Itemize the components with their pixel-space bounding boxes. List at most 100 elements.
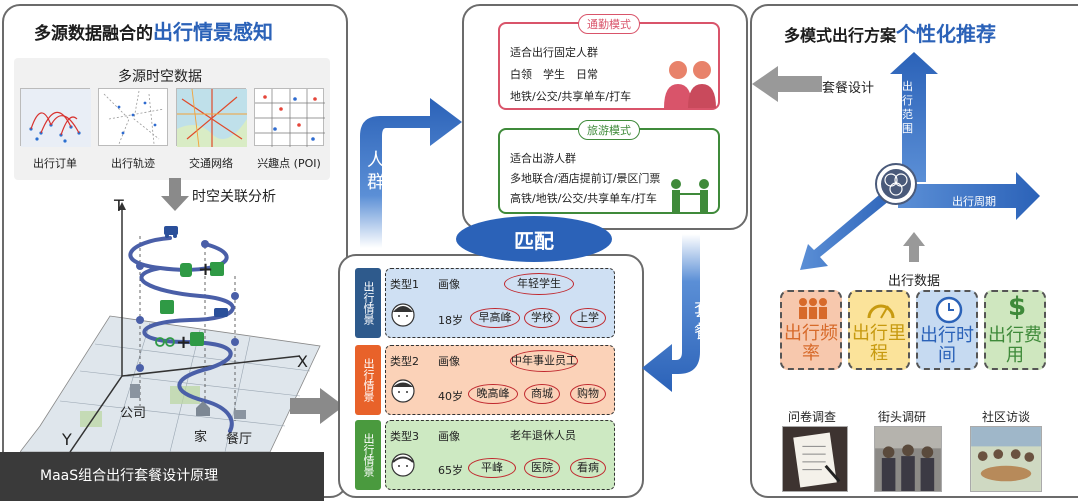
commute-line-2: 白领 学生 日常: [510, 68, 598, 81]
context-portrait-1: 画像: [438, 278, 460, 291]
dollar-icon: $: [1007, 292, 1027, 322]
company-building-icon: [130, 384, 140, 398]
left-panel-title: 多源数据融合的出行情景感知: [34, 16, 273, 45]
tourism-mode-tag: 旅游模式: [578, 120, 640, 140]
avatar-student-icon: [391, 303, 415, 327]
context-tag-2-3: 购物: [570, 384, 606, 404]
context-age-2: 40岁: [438, 390, 463, 403]
package-arrow: [642, 234, 700, 392]
context-tag-3-2: 医院: [524, 458, 560, 478]
context-row-3: 出行情景: [355, 420, 615, 490]
subway-icon: [180, 263, 192, 277]
left-title-highlight: 出行情景感知: [153, 20, 273, 44]
axis-x-label: X: [297, 352, 308, 371]
design-left-arrow: [752, 66, 822, 102]
context-tag-3-1: 平峰: [468, 458, 516, 478]
commute-mode-tag: 通勤模式: [578, 14, 640, 34]
context-persona-2: 中年事业员工: [510, 350, 578, 372]
source-caption-trajectory: 出行轨迹: [111, 157, 155, 170]
bike-icon: [155, 337, 175, 347]
tile-time-text: 出行时间: [920, 325, 974, 366]
multisource-label: 多源时空数据: [118, 69, 202, 85]
crowd-arrow: [360, 98, 462, 248]
context-tag-2-2: 商城: [524, 384, 560, 404]
place-restaurant: 餐厅: [226, 432, 253, 447]
context-tag-3-3: 看病: [570, 458, 606, 478]
source-caption-poi: 兴趣点 (POI): [257, 157, 321, 170]
tourism-line-2: 多地联合/酒店提前订/景区门票: [510, 172, 661, 185]
context-persona-3: 老年退休人员: [510, 429, 576, 442]
tile-frequency-text: 出行频率: [784, 323, 838, 364]
tile-frequency: 出行频率: [780, 290, 842, 370]
context-side-3: 出行情景: [355, 420, 381, 490]
context-portrait-2: 画像: [438, 355, 460, 368]
context-type-1: 类型1: [390, 278, 419, 291]
context-persona-1: 年轻学生: [504, 273, 574, 295]
match-label: 匹配: [514, 229, 554, 253]
axis-cycle-label: 出行周期: [952, 195, 996, 208]
analysis-label: 时空关联分析: [192, 189, 276, 205]
mileage-gauge-icon: [867, 304, 895, 319]
context-side-1: 出行情景: [355, 268, 381, 338]
axis-y-label: Y: [62, 430, 72, 449]
tourism-line-3: 高铁/地铁/公交/共享单车/打车: [510, 192, 657, 205]
survey-community-label: 社区访谈: [982, 410, 1031, 424]
bus-icon-1: [210, 262, 224, 276]
avatar-elderly-icon: [391, 453, 415, 477]
bus-icon-3: [190, 332, 204, 346]
right-title-prefix: 多模式出行方案: [784, 26, 897, 45]
tourists-figure-icon: [671, 179, 709, 214]
axis-range-label: 出行范围: [902, 80, 913, 135]
design-label: 套餐设计: [822, 81, 875, 96]
source-caption-orders: 出行订单: [33, 157, 77, 170]
context-tag-2-1: 晚高峰: [468, 384, 518, 404]
survey-questionnaire-label: 问卷调查: [788, 410, 837, 424]
plus-sign-2: +: [176, 332, 192, 353]
frequency-people-icon: [799, 298, 827, 319]
data-up-arrow: [903, 232, 925, 262]
diagram-caption: MaaS组合出行套餐设计原理: [0, 452, 324, 501]
bus-icon-2: [160, 300, 174, 314]
plus-sign-1: +: [198, 259, 214, 280]
clock-icon: [935, 296, 963, 324]
taxi-icon-1: [164, 226, 178, 238]
poi-grid-icon: [254, 88, 325, 147]
spatiotemporal-diagram: [20, 202, 321, 452]
right-panel-title: 多模式出行方案个性化推荐: [784, 18, 996, 47]
tile-cost: $ 出行费用: [984, 290, 1046, 370]
commute-line-1: 适合出行固定人群: [510, 46, 598, 59]
context-tag-1-3: 上学: [570, 308, 606, 328]
context-tag-1-1: 早高峰: [470, 308, 520, 328]
context-card-3: [385, 420, 615, 490]
commute-line-3: 地铁/公交/共享单车/打车: [510, 90, 632, 103]
match-badge: [456, 216, 612, 262]
axis-t-label: T: [114, 196, 124, 215]
od-map-icon: [20, 88, 91, 147]
crowd-label: 人群: [367, 150, 385, 193]
tile-mileage-text: 出行里程: [852, 323, 906, 364]
place-home: 家: [194, 430, 208, 445]
context-card-2: [385, 345, 615, 415]
traffic-network-icon: [176, 88, 247, 148]
street-survey-image: [874, 426, 942, 492]
taxi-icon-2: [214, 308, 228, 317]
home-icon: [196, 401, 210, 416]
context-tag-1-2: 学校: [524, 308, 560, 328]
tile-cost-text: 出行费用: [988, 325, 1042, 366]
couple-figure-icon: [664, 61, 716, 108]
tile-time: 出行时间: [916, 290, 978, 370]
source-caption-network: 交通网络: [189, 157, 233, 170]
tile-mileage: 出行里程: [848, 290, 910, 370]
community-interview-image: [970, 426, 1042, 492]
tri-axis-diagram: [800, 52, 1040, 270]
to-context-arrow: [290, 388, 344, 424]
context-side-2: 出行情景: [355, 345, 381, 415]
survey-street-label: 街头调研: [878, 410, 927, 424]
avatar-employee-icon: [391, 379, 415, 403]
place-company: 公司: [120, 406, 147, 421]
questionnaire-image: [782, 426, 848, 492]
context-type-2: 类型2: [390, 355, 419, 368]
data-label: 出行数据: [888, 274, 941, 289]
restaurant-icon: [234, 410, 246, 419]
tourism-mode-box: 旅游模式: [498, 120, 720, 214]
